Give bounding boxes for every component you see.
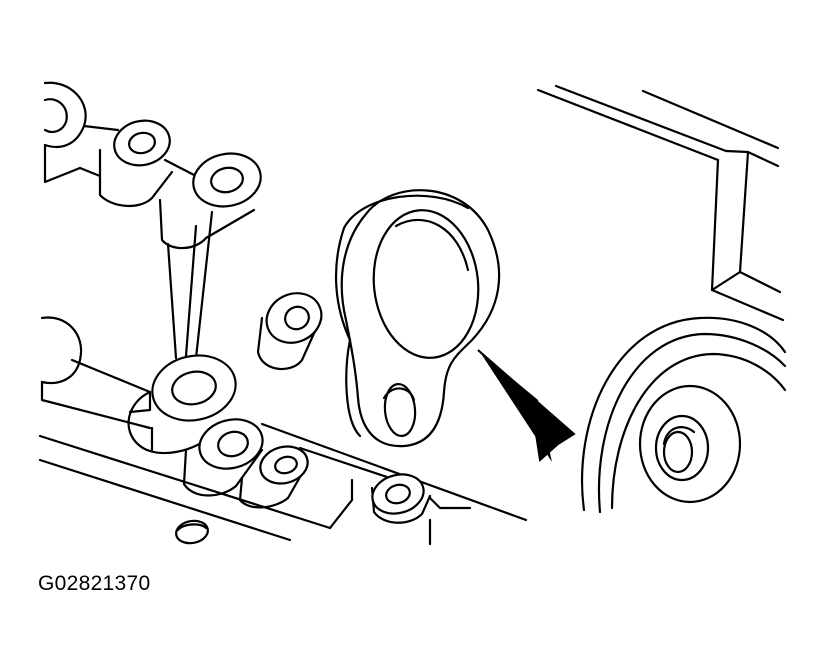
gasket xyxy=(334,189,501,448)
dowel-sleeve xyxy=(256,292,323,371)
arrow-icon xyxy=(477,349,576,462)
pulley xyxy=(580,316,787,514)
housing-block xyxy=(536,84,785,322)
figure-code: G02821370 xyxy=(38,572,151,595)
upper-bolt-rail xyxy=(43,81,262,250)
lower-bolt-rail xyxy=(38,316,528,546)
support-strut xyxy=(166,210,214,360)
